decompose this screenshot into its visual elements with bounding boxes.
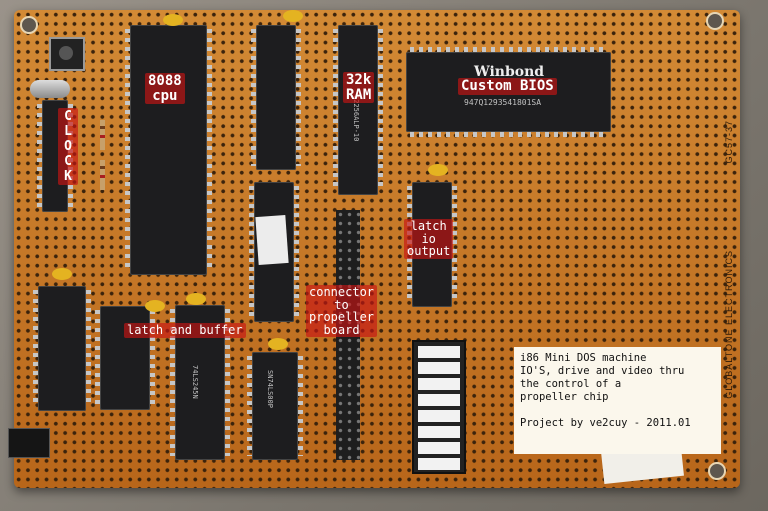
capacitor xyxy=(52,268,72,280)
capacitor xyxy=(428,164,448,176)
buffer-part-number: 74LS245N xyxy=(191,365,199,399)
mounting-hole-top-right xyxy=(706,12,724,30)
info-line-2: IO'S, drive and video thru xyxy=(520,365,685,377)
label-cpu: 8088 cpu xyxy=(145,73,185,105)
capacitor xyxy=(268,338,288,350)
cpu-8088-chip xyxy=(125,25,212,275)
capacitor xyxy=(163,14,183,26)
bios-part-number: 947Q1293541801SA xyxy=(464,98,542,107)
ram-chip: 62256ALP-10 xyxy=(333,25,383,195)
lower-chip xyxy=(95,306,155,410)
mounting-hole-bottom-right xyxy=(708,462,726,480)
info-card: i86 Mini DOS machine IO'S, drive and vid… xyxy=(514,347,721,454)
resistor xyxy=(100,120,105,150)
winbond-logo-text: Winbond xyxy=(474,64,545,80)
capacitor xyxy=(186,293,206,305)
info-line-1: i86 Mini DOS machine xyxy=(520,352,647,364)
board-model-text: GC57-37 xyxy=(724,120,734,164)
label-latch-io: latch io output xyxy=(404,219,454,259)
capacitor xyxy=(283,10,303,22)
led-bar-graph xyxy=(412,340,466,474)
latch-part-number: SN74LS00P xyxy=(266,370,274,408)
label-clock: CLOCK xyxy=(58,108,78,185)
mounting-hole-top-left xyxy=(20,16,38,34)
info-line-3: the control of a xyxy=(520,378,622,390)
label-latch-buffer: latch and buffer xyxy=(124,323,246,338)
label-bios: Custom BIOS xyxy=(458,78,557,95)
label-ram: 32k RAM xyxy=(343,72,375,104)
board-brand-text: GLOBALTONE ELECTRONICS xyxy=(724,250,734,399)
ram-part-number: 62256ALP-10 xyxy=(352,95,360,142)
label-connector: connector to propeller board xyxy=(306,285,378,338)
capacitor xyxy=(145,300,165,312)
info-line-4: propeller chip xyxy=(520,391,609,403)
chip-tag xyxy=(255,215,289,265)
latch-chip-lower: SN74LS00P xyxy=(247,352,303,460)
latch-chip-top xyxy=(251,25,301,170)
power-connector xyxy=(8,428,50,458)
info-line-5: Project by ve2cuy - 2011.01 xyxy=(520,417,691,429)
lower-left-chip xyxy=(33,286,91,411)
resistor xyxy=(100,160,105,190)
reset-button xyxy=(49,37,85,71)
crystal-oscillator xyxy=(30,80,70,98)
